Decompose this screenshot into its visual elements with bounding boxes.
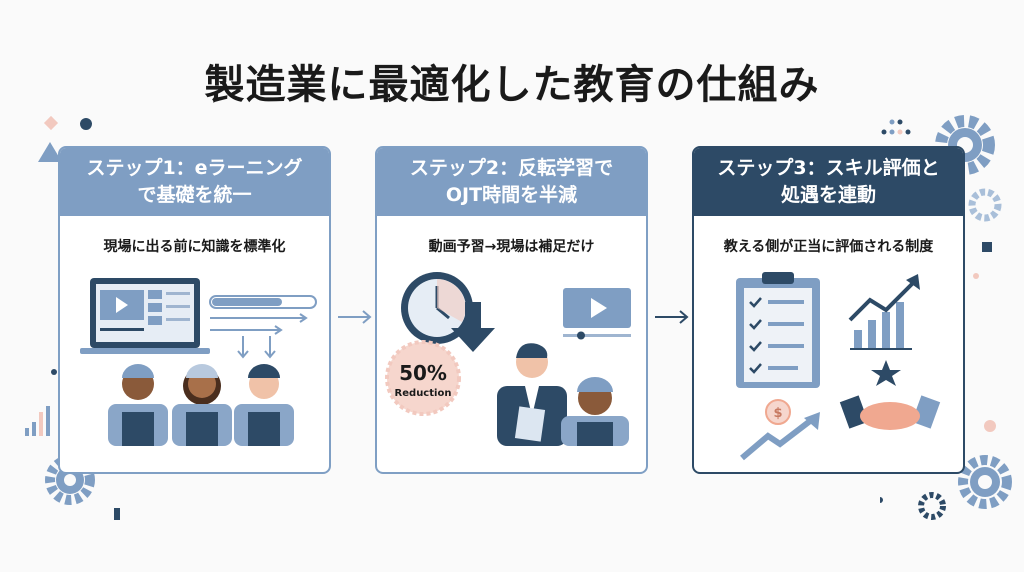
flipped-learning-illustration: 50% Reduction xyxy=(385,272,631,446)
rising-arrow-icon xyxy=(740,412,820,461)
step-1-subtitle: 現場に出る前に知識を標準化 xyxy=(103,239,286,255)
step-2-header: ステップ2：反転学習で OJT時間を半減 xyxy=(377,148,646,216)
arrow-right-icon xyxy=(338,310,372,324)
checklist-icon xyxy=(736,272,820,388)
step-3-title-line1: ステップ3：スキル評価と xyxy=(717,157,940,179)
step-1-title-line1: ステップ1：eラーニング xyxy=(86,157,303,179)
gear-icon xyxy=(958,455,1012,509)
step-card-3: ステップ3：スキル評価と 処遇を連動 教える側が正当に評価される制度 $ xyxy=(692,146,965,474)
star-icon xyxy=(871,360,901,386)
clock-icon xyxy=(401,272,473,344)
step-card-2: ステップ2：反転学習で OJT時間を半減 動画予習→現場は補足だけ 50% Re… xyxy=(375,146,648,474)
step-3-header: ステップ3：スキル評価と 処遇を連動 xyxy=(694,148,963,216)
gear-icon xyxy=(918,492,946,520)
handshake-icon xyxy=(839,395,941,430)
workers-icon xyxy=(108,364,294,446)
arrow-right-icon xyxy=(655,310,689,324)
step-3-title-line2: 処遇を連動 xyxy=(780,184,876,206)
badge-label: Reduction xyxy=(395,388,452,399)
worker-icon xyxy=(561,377,629,446)
manager-icon xyxy=(497,343,567,446)
gear-icon xyxy=(968,188,1002,222)
step-card-1: ステップ1：eラーニング で基礎を統一 現場に出る前に知識を標準化 xyxy=(58,146,331,474)
step-1-title-line2: で基礎を統一 xyxy=(137,184,252,206)
decor-shapes-right xyxy=(880,115,1012,520)
skill-evaluation-illustration: $ xyxy=(736,272,941,461)
laptop-icon xyxy=(80,278,210,354)
step-2-title-line2: OJT時間を半減 xyxy=(445,184,578,206)
svg-text:$: $ xyxy=(773,406,782,421)
step-3-subtitle: 教える側が正当に評価される制度 xyxy=(723,239,934,255)
badge-value: 50% xyxy=(399,361,447,385)
reduction-badge: 50% Reduction xyxy=(385,340,461,416)
video-player-icon xyxy=(563,288,631,340)
page-title: 製造業に最適化した教育の仕組み xyxy=(204,62,820,108)
coin-icon: $ xyxy=(765,399,791,425)
step-1-header: ステップ1：eラーニング で基礎を統一 xyxy=(60,148,329,216)
growth-chart-icon xyxy=(848,274,920,350)
down-arrow-icon xyxy=(451,302,495,352)
step-2-subtitle: 動画予習→現場は補足だけ xyxy=(428,239,595,255)
step-2-title-line1: ステップ2：反転学習で xyxy=(409,157,614,179)
elearning-illustration xyxy=(80,278,317,446)
